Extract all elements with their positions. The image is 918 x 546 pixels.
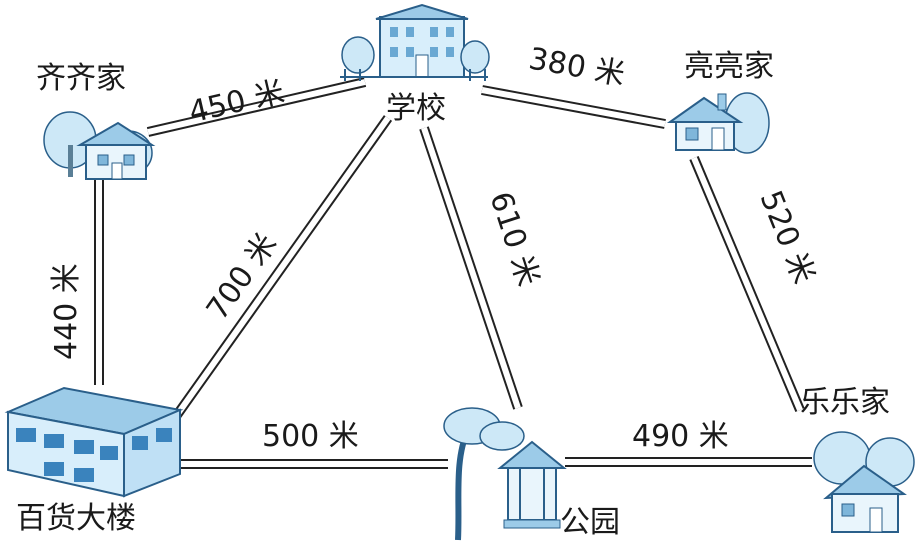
road-store-school (167, 115, 393, 425)
road-qiqi-school (146, 77, 367, 137)
road-school-park (419, 126, 523, 410)
road-school-liangliang (481, 85, 666, 129)
place-label-lele-home: 乐乐家 (800, 385, 890, 420)
distance-label-liangliang-lele: 520 米 (753, 186, 822, 289)
department-store-icon (4, 386, 184, 498)
distance-label-qiqi-store: 440 米 (49, 263, 84, 360)
school-building-icon (340, 3, 490, 81)
distance-label-store-park: 500 米 (262, 419, 359, 454)
roads (94, 77, 812, 469)
house-icon (43, 111, 156, 180)
place-label-qiqi-home: 齐齐家 (36, 61, 126, 96)
place-label-park: 公园 (560, 505, 620, 540)
pavilion-tree-icon (443, 407, 567, 541)
road-liangliang-lele (689, 156, 805, 412)
distance-label-qiqi-school: 450 米 (186, 74, 288, 130)
distance-label-school-liangliang: 380 米 (526, 41, 627, 92)
place-label-department-store: 百货大楼 (16, 501, 136, 536)
place-label-school: 学校 (386, 91, 446, 126)
house-icon (666, 92, 770, 154)
distance-label-school-park: 610 米 (482, 188, 545, 291)
distance-label-park-lele: 490 米 (632, 419, 729, 454)
house-icon (813, 431, 915, 533)
place-label-liangliang-home: 亮亮家 (684, 49, 774, 84)
